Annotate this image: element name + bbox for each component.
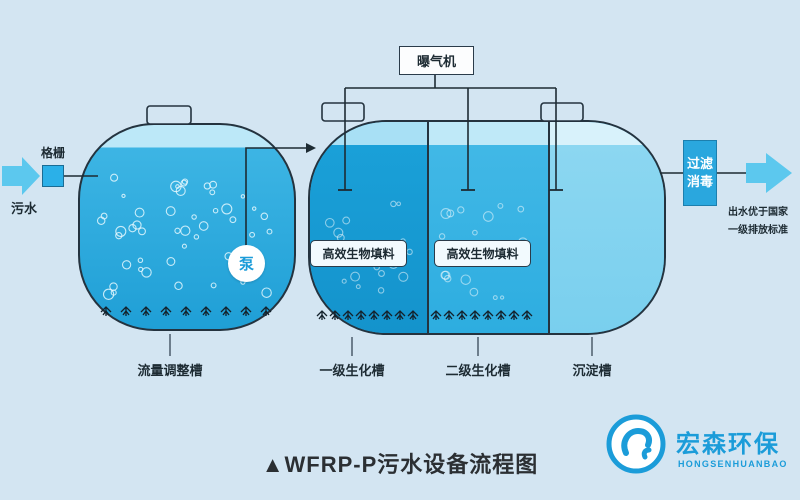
bio-settle-tank: [308, 120, 666, 335]
pump-badge: 泵: [228, 245, 265, 282]
settle-tank-label: 沉淀槽: [572, 363, 612, 378]
tank-section-settle: [550, 122, 664, 333]
bio2-tank-label: 二级生化槽: [445, 363, 511, 378]
logo-company-name: 宏森环保: [676, 431, 780, 458]
bio1-tank-label: 一级生化槽: [319, 363, 385, 378]
flow-adjust-tank-label: 流量调整槽: [137, 363, 203, 378]
logo-company-romanized: HONGSENHUANBAO: [678, 459, 788, 469]
inlet-arrow-icon: [2, 157, 40, 195]
aerator-label: 曝气机: [416, 54, 456, 69]
bio-filler-box-2: 高效生物填料: [434, 240, 531, 267]
flow-adjust-tank: [78, 123, 296, 331]
aerator-box: 曝气机: [399, 46, 474, 75]
filter-disinfect-box: 过滤 消毒: [683, 140, 717, 206]
screen-label: 格栅: [40, 146, 65, 160]
bar-screen-box: [42, 165, 64, 187]
tank-vent: [321, 102, 365, 122]
tank-section-bio1: [310, 122, 427, 333]
outlet-text-line2: 一级排放标准: [728, 225, 788, 236]
logo-icon: [606, 414, 666, 474]
tank-divider: [427, 122, 429, 333]
bio-filler-label: 高效生物填料: [322, 247, 395, 261]
pump-label: 泵: [238, 256, 254, 273]
bio-filler-label: 高效生物填料: [446, 247, 519, 261]
bio-filler-box-1: 高效生物填料: [310, 240, 407, 267]
tank-divider: [548, 122, 550, 333]
logo-ring: [606, 414, 666, 474]
tank-vent: [146, 105, 192, 125]
tank-section-bio2: [429, 122, 548, 333]
filter-label-line2: 消毒: [686, 173, 713, 189]
diagram-title: ▲WFRP-P污水设备流程图: [261, 452, 539, 477]
filter-label-line1: 过滤: [686, 155, 713, 171]
inlet-label: 污水: [10, 201, 37, 216]
tank-vent: [540, 102, 584, 122]
outlet-arrow-icon: [746, 153, 792, 193]
outlet-standard-text: 出水优于国家 一级排放标准: [728, 204, 800, 240]
logo-swirl: [621, 427, 652, 456]
outlet-text-line1: 出水优于国家: [728, 207, 788, 218]
logo-swirl-tail: [641, 447, 652, 460]
